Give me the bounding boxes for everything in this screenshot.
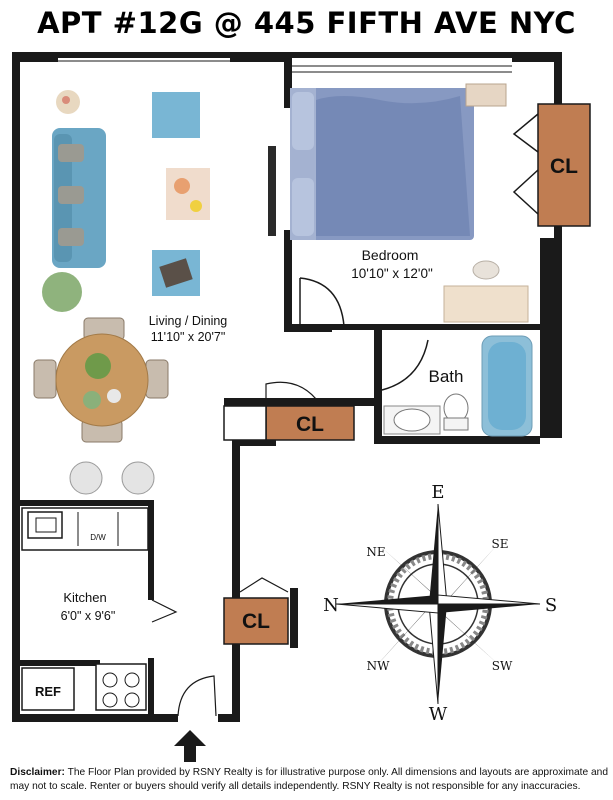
living-dining: Living / Dining 11'10" x 20'7" bbox=[33, 90, 276, 495]
compass-se-label: SE bbox=[492, 537, 509, 551]
closet-hall: CL bbox=[223, 381, 355, 441]
bedroom-name: Bedroom bbox=[362, 247, 419, 263]
compass-nw-label: NW bbox=[367, 659, 391, 673]
dishwasher-label: D/W bbox=[90, 533, 106, 542]
compass-north-label: N bbox=[323, 595, 339, 616]
living-dims: 11'10" x 20'7" bbox=[151, 330, 226, 344]
disclaimer-label: Disclaimer: bbox=[10, 767, 65, 778]
svg-text:CL: CL bbox=[242, 610, 270, 633]
page-title: APT #12G @ 445 FIFTH AVE NYC bbox=[37, 6, 576, 40]
kitchen-name: Kitchen bbox=[63, 590, 106, 605]
disclaimer-text: The Floor Plan provided by RSNY Realty i… bbox=[10, 767, 608, 792]
disclaimer: Disclaimer: The Floor Plan provided by R… bbox=[10, 766, 610, 794]
compass-sw-label: SW bbox=[492, 659, 513, 673]
compass-east-label: E bbox=[431, 482, 444, 503]
compass-south-label: S bbox=[545, 595, 557, 616]
kitchen-dims: 6'0" x 9'6" bbox=[61, 609, 116, 623]
dining-table bbox=[55, 333, 149, 427]
svg-text:CL: CL bbox=[296, 413, 324, 436]
closet-entry: CL bbox=[223, 577, 289, 645]
closet-bedroom: CL bbox=[512, 103, 591, 227]
ottoman bbox=[152, 92, 200, 138]
entry-arrow-icon bbox=[174, 730, 206, 762]
bath-name: Bath bbox=[429, 367, 464, 386]
bedroom-dims: 10'10" x 12'0" bbox=[351, 266, 433, 281]
compass-west-label: W bbox=[429, 704, 448, 725]
bedroom: Bedroom 10'10" x 12'0" bbox=[290, 83, 529, 327]
compass-rose-icon bbox=[335, 503, 541, 705]
bath: Bath bbox=[381, 335, 533, 437]
svg-text:CL: CL bbox=[550, 155, 578, 178]
living-name: Living / Dining bbox=[149, 314, 228, 328]
windows bbox=[58, 54, 512, 73]
kitchen: D/W REF Kitchen 6'0" x 9'6" bbox=[21, 507, 178, 711]
entry-door bbox=[177, 675, 217, 717]
fridge-label: REF bbox=[35, 684, 61, 699]
compass-ne-label: NE bbox=[366, 545, 385, 559]
